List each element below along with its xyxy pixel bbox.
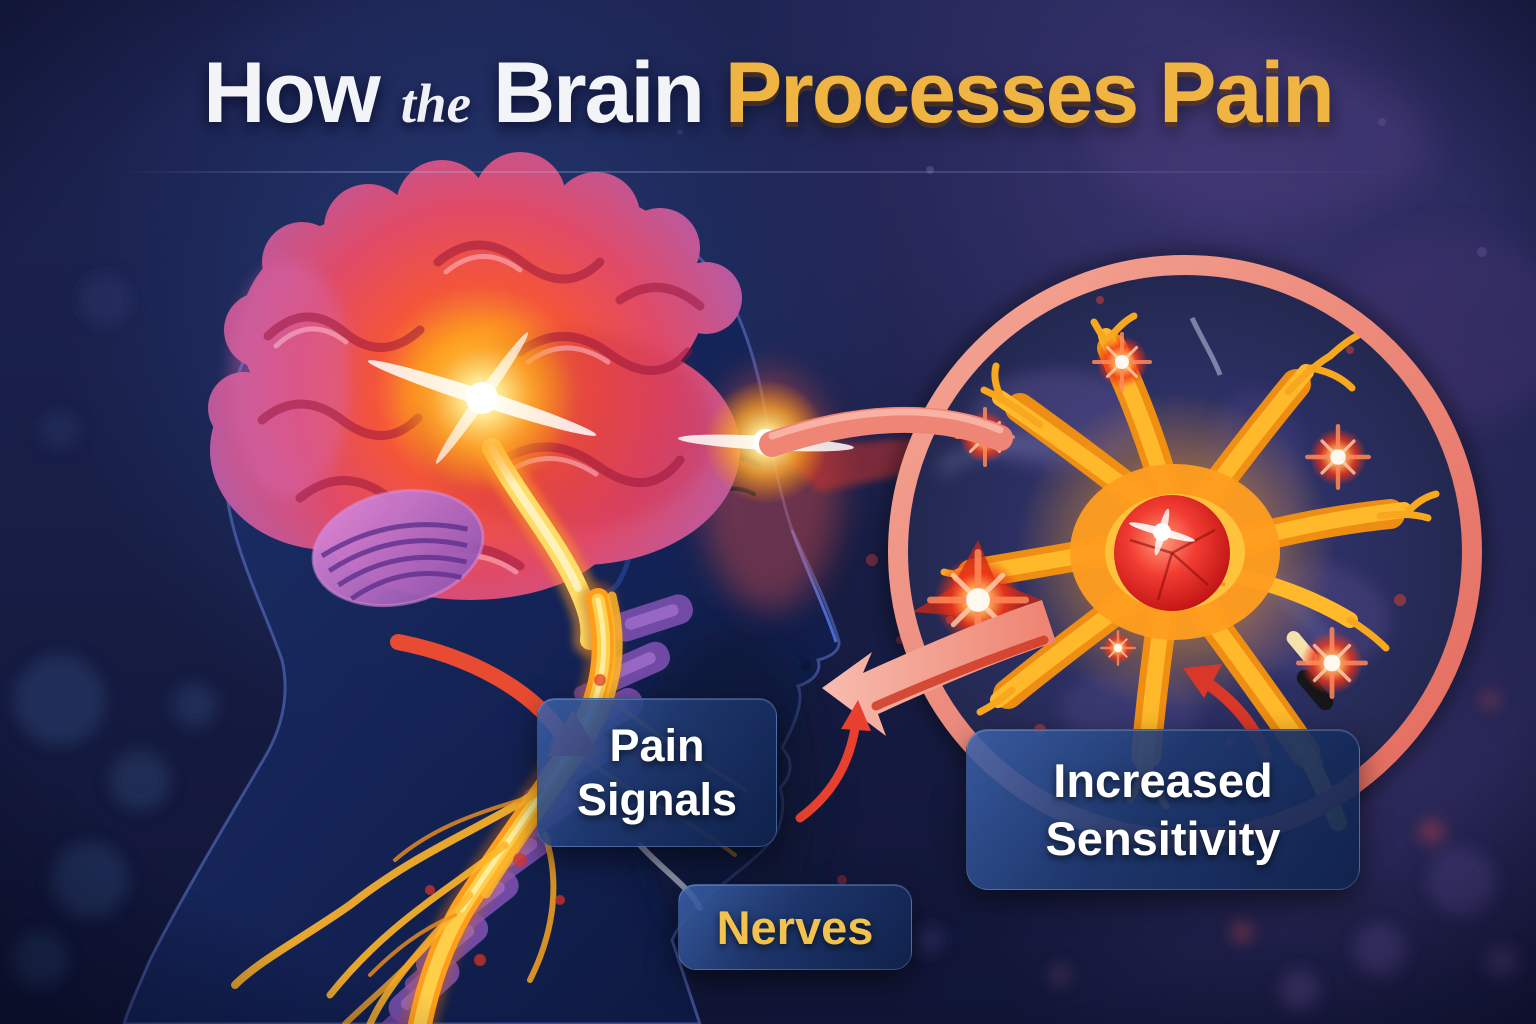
title-word-how: How bbox=[203, 45, 381, 141]
title-word-brain: Brain bbox=[493, 45, 705, 141]
increased-line1: Increased bbox=[1053, 754, 1273, 808]
pain-signals-line2: Signals bbox=[576, 773, 738, 825]
nerves-text: Nerves bbox=[716, 900, 874, 954]
increased-line2: Sensitivity bbox=[1045, 811, 1281, 865]
title-divider bbox=[118, 171, 1420, 173]
nerves-label: Nerves bbox=[678, 884, 912, 970]
pain-signals-label: Pain Signals bbox=[537, 698, 777, 847]
title-words-processes-pain: Processes Pain bbox=[724, 45, 1335, 141]
page-title: How the Brain Processes Pain bbox=[0, 44, 1536, 143]
pain-signals-line1: Pain bbox=[609, 719, 705, 771]
increased-sensitivity-label: Increased Sensitivity bbox=[966, 729, 1360, 890]
title-word-the: the bbox=[400, 73, 472, 134]
